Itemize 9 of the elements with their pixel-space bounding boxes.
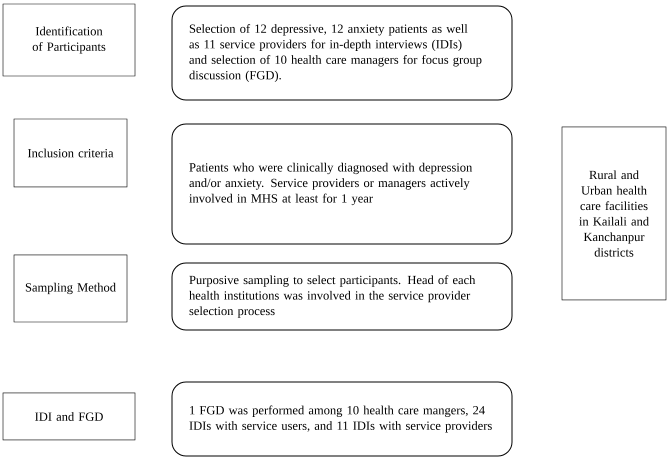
label-box: Identification of Participants	[2, 4, 136, 76]
rounded-text-box: Selection of 12 depressive, 12 anxiety patients as well as 11 service providers for in-depth interviews (IDIs) and selection of 10 health care managers for focus group discussion (FGD).	[172, 6, 512, 100]
rounded-text-box: Patients who were clinically diagnosed with depression and/or anxiety. Service providers or managers actively involved in MHS at least for 1 year	[172, 124, 512, 244]
rounded-text-box: 1 FGD was performed among 10 health care mangers, 24 IDIs with service users, and 11 IDIs with service providers	[172, 381, 512, 456]
label-box: Rural and Urban health care facilities in Kailali and Kanchanpur districts	[562, 126, 666, 300]
rounded-text-box: Purposive sampling to select participants. Head of each health institutions was involved in the service provider selection process	[172, 262, 512, 330]
label-box: Sampling Method	[14, 254, 128, 322]
label-box: IDI and FGD	[2, 392, 136, 440]
label-box: Inclusion criteria	[14, 118, 128, 188]
